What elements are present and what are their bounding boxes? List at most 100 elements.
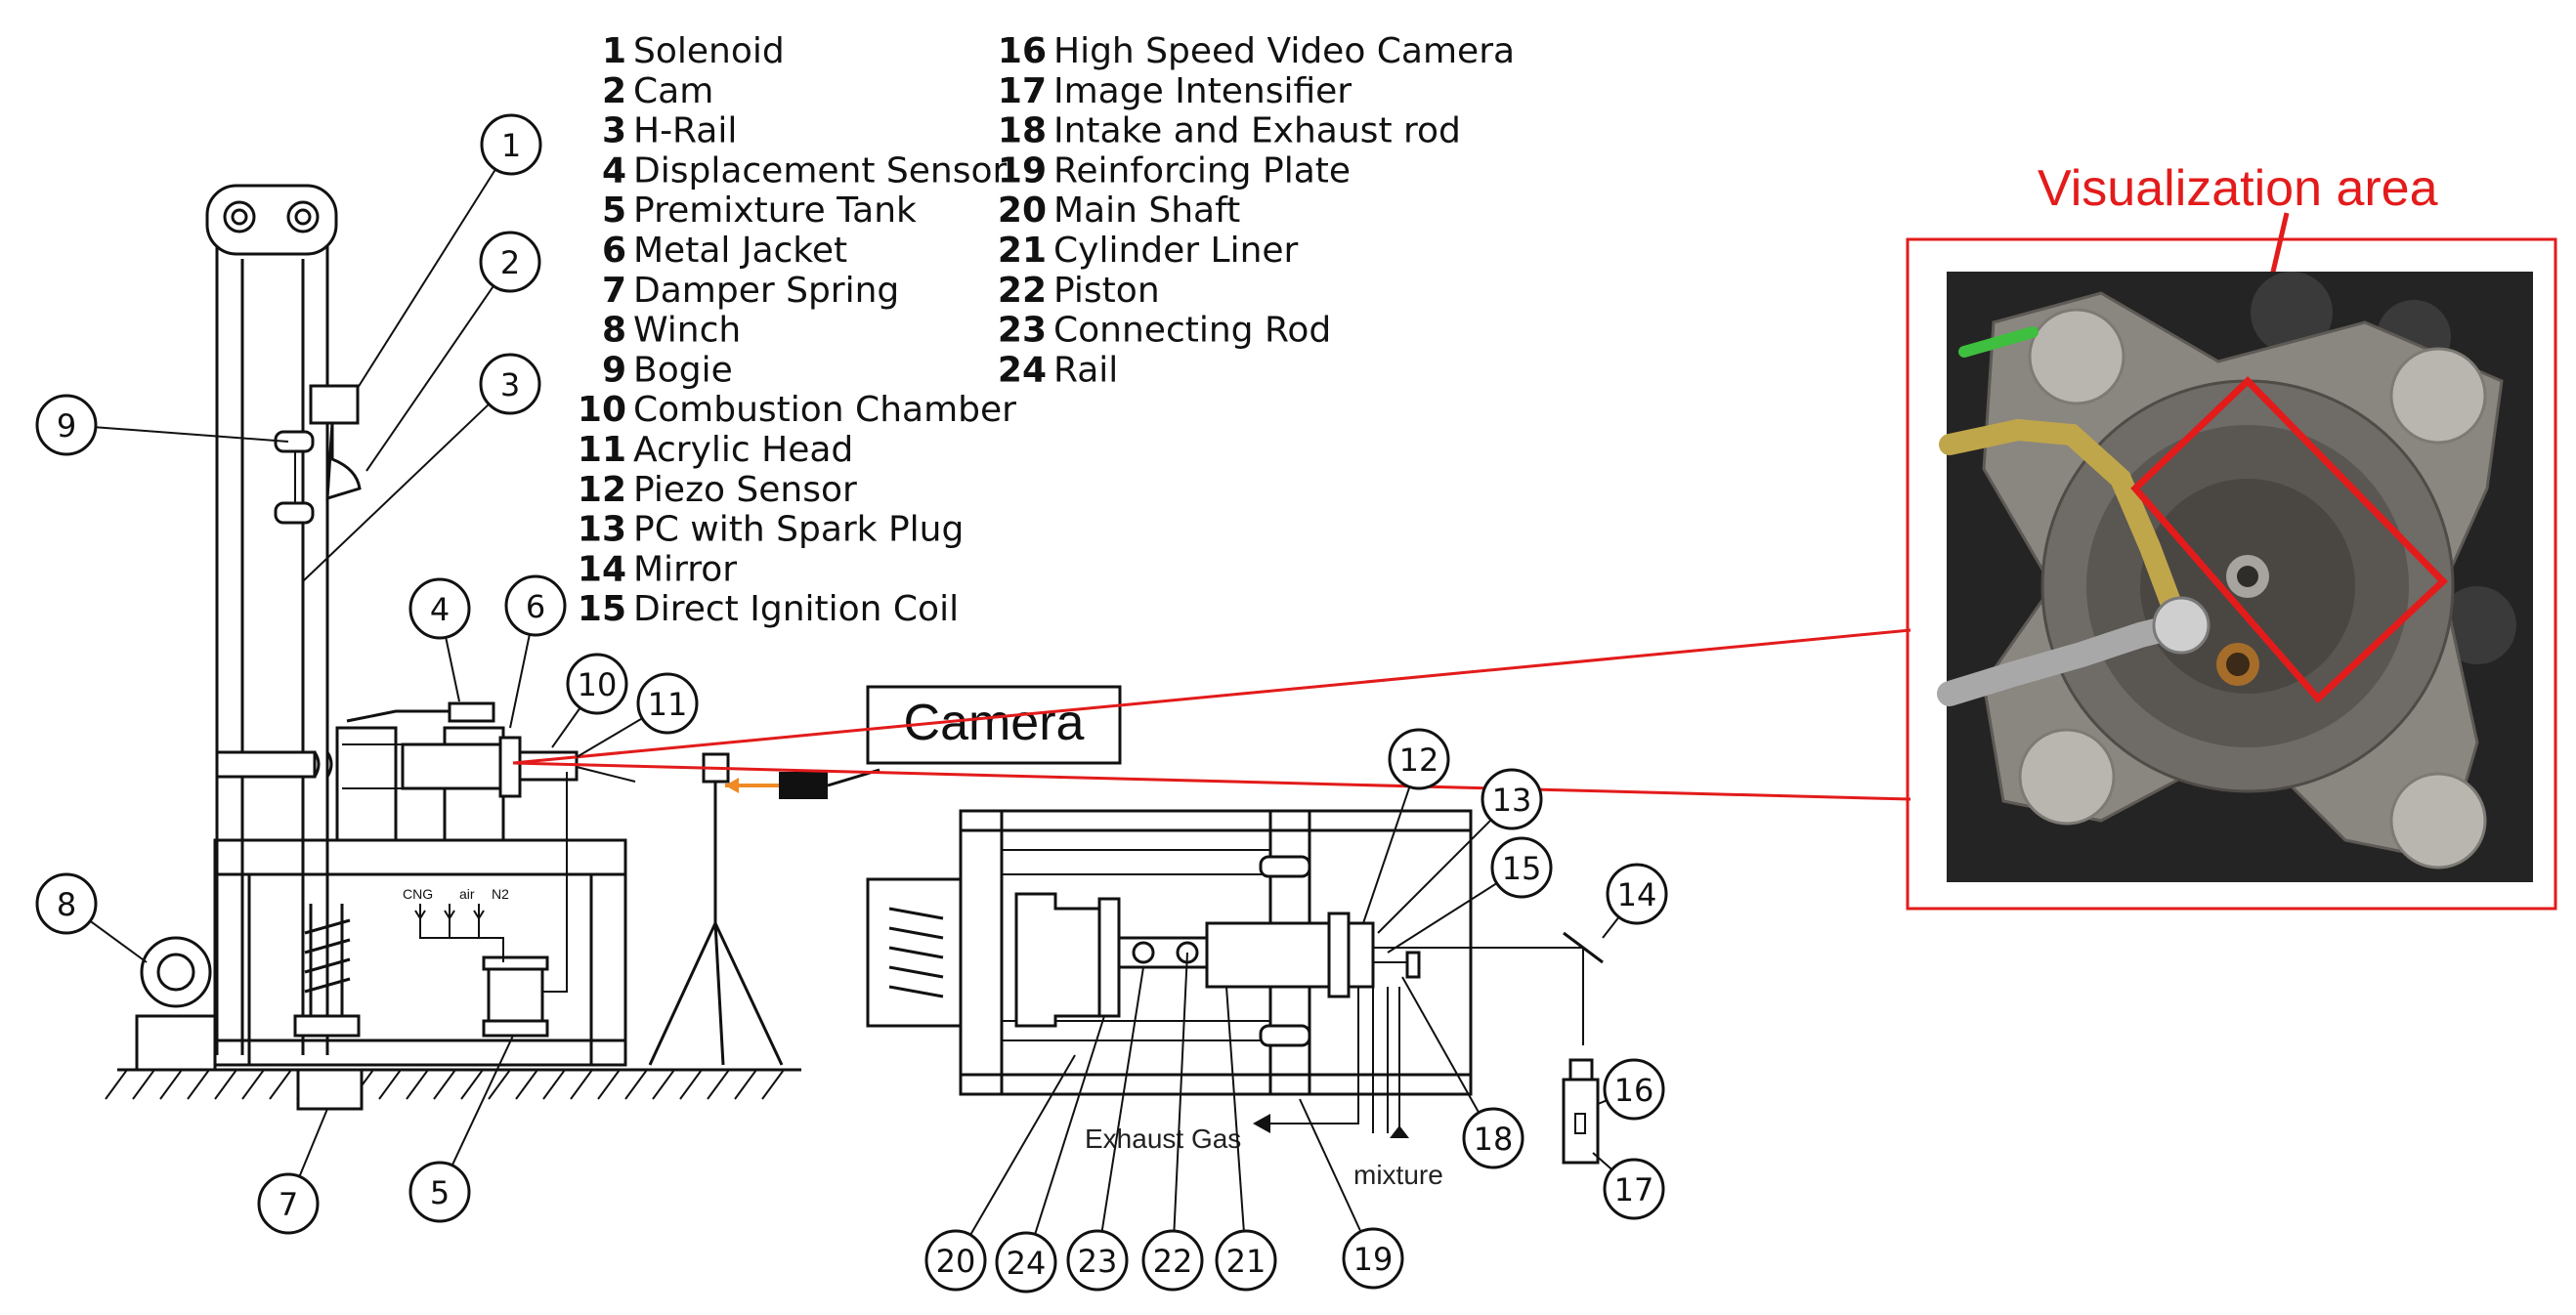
- camera-label-box: [866, 685, 1122, 765]
- legend-item-label: Solenoid: [633, 31, 785, 71]
- callout-circle: [1603, 1158, 1665, 1220]
- cng-label: CNG: [403, 886, 433, 902]
- callout-leader-line: [1362, 786, 1411, 924]
- legend-item-label: Damper Spring: [633, 271, 899, 311]
- legend-number: 11: [578, 430, 626, 470]
- legend-item-label: Mirror: [633, 549, 737, 589]
- callout-leader-line: [1592, 1152, 1613, 1170]
- callout-number: 1: [501, 127, 521, 164]
- legend-item-label: Cam: [633, 71, 713, 111]
- legend-item-label: Metal Jacket: [633, 231, 847, 271]
- hatch-line: [378, 1069, 402, 1100]
- callout-circle: [924, 1229, 987, 1292]
- legend-number: 1: [602, 31, 626, 71]
- hatch-line: [214, 1069, 237, 1100]
- legend-item-label: Bogie: [633, 350, 733, 390]
- callout-leader-line: [302, 403, 490, 582]
- visualization-projection-lines: [512, 628, 1911, 801]
- legend-number: 8: [602, 311, 626, 351]
- legend-item-label: Direct Ignition Coil: [633, 589, 959, 629]
- legend-item-label: Premixture Tank: [633, 191, 917, 231]
- legend-number: 4: [602, 150, 626, 191]
- callout-leader-line: [1602, 916, 1620, 939]
- callout-number: 23: [1078, 1243, 1118, 1280]
- drop-tower-apparatus: CNG air N2: [105, 184, 801, 1111]
- callout-number: 10: [578, 666, 618, 703]
- callout-number: 3: [500, 366, 520, 403]
- legend-number: 2: [602, 71, 626, 111]
- engine-schematic: [866, 809, 1604, 1165]
- callout-number: 2: [500, 244, 520, 281]
- callout-circle: [408, 577, 471, 640]
- exhaust-gas-label: Exhaust Gas: [1085, 1124, 1241, 1154]
- hatch-line: [460, 1069, 484, 1100]
- hatch-line: [597, 1069, 621, 1100]
- callout-circle: [408, 1161, 471, 1223]
- n2-label: N2: [492, 886, 509, 902]
- legend-item-label: Intake and Exhaust rod: [1053, 111, 1461, 151]
- legend-item-label: Piston: [1053, 271, 1160, 311]
- callout-number: 7: [279, 1186, 298, 1223]
- callout-number: 16: [1614, 1072, 1654, 1109]
- hatch-line: [132, 1069, 155, 1100]
- callout-leader-line: [357, 168, 496, 389]
- legend-item-label: Cylinder Liner: [1053, 231, 1299, 271]
- callout-number: 8: [57, 886, 76, 923]
- callout-leader-line: [1597, 1099, 1608, 1105]
- visualization-region-marker: [2130, 376, 2448, 704]
- legend-item-label: Winch: [633, 311, 741, 351]
- callout-leader-line: [551, 706, 581, 748]
- callout-leader-line: [1100, 966, 1144, 1232]
- legend-item-label: Main Shaft: [1053, 191, 1240, 231]
- callout-number: 11: [648, 686, 688, 723]
- legend-number: 5: [602, 191, 626, 231]
- callout-leader-line: [1173, 952, 1188, 1232]
- camera-tripod: [648, 752, 880, 1066]
- callout-circle: [1490, 836, 1553, 899]
- callout-number: 21: [1226, 1243, 1267, 1280]
- callout-circle: [995, 1231, 1057, 1294]
- hatch-line: [433, 1069, 456, 1100]
- legend-number: 10: [578, 390, 626, 430]
- camera-body: [779, 772, 828, 799]
- hatch-line: [105, 1069, 128, 1100]
- callout-number: 19: [1353, 1241, 1394, 1278]
- hatch-line: [406, 1069, 429, 1100]
- legend-number: 13: [578, 510, 626, 550]
- hatch-line: [187, 1069, 210, 1100]
- callout-leader-line: [1401, 976, 1481, 1114]
- legend-item-label: Rail: [1053, 350, 1118, 390]
- callout-number: 5: [430, 1174, 450, 1211]
- legend-number: 20: [998, 191, 1047, 231]
- mixture-label: mixture: [1353, 1160, 1443, 1190]
- callout-leader-line: [1299, 1098, 1362, 1233]
- callout-circle: [479, 353, 541, 415]
- callout-circle: [1388, 728, 1450, 790]
- callout-circle: [479, 231, 541, 293]
- callout-circle: [257, 1172, 320, 1235]
- callout-number: 24: [1007, 1245, 1047, 1282]
- legend-number: 17: [998, 71, 1047, 111]
- callout-circle: [480, 113, 542, 176]
- callout-circle: [1215, 1229, 1277, 1292]
- callout-circle: [1066, 1229, 1129, 1292]
- legend-item-label: Piezo Sensor: [633, 470, 857, 510]
- legend-item-label: Combustion Chamber: [633, 390, 1016, 430]
- callout-leader-line: [1387, 882, 1498, 954]
- hatch-line: [679, 1069, 703, 1100]
- callout-leader-line: [95, 426, 289, 443]
- legend-item-label: Displacement Sensor: [633, 150, 1008, 191]
- callout-circle: [1481, 768, 1543, 830]
- callout-leader-line: [1034, 1015, 1105, 1235]
- legend-item-label: Reinforcing Plate: [1053, 150, 1351, 191]
- legend-number: 19: [998, 150, 1047, 191]
- callout-number: 12: [1399, 742, 1439, 779]
- legend-number: 15: [578, 589, 626, 629]
- legend-number: 24: [998, 350, 1047, 390]
- callout-number: 14: [1617, 876, 1657, 913]
- callout-circle: [35, 872, 98, 935]
- callout-number: 6: [526, 588, 545, 625]
